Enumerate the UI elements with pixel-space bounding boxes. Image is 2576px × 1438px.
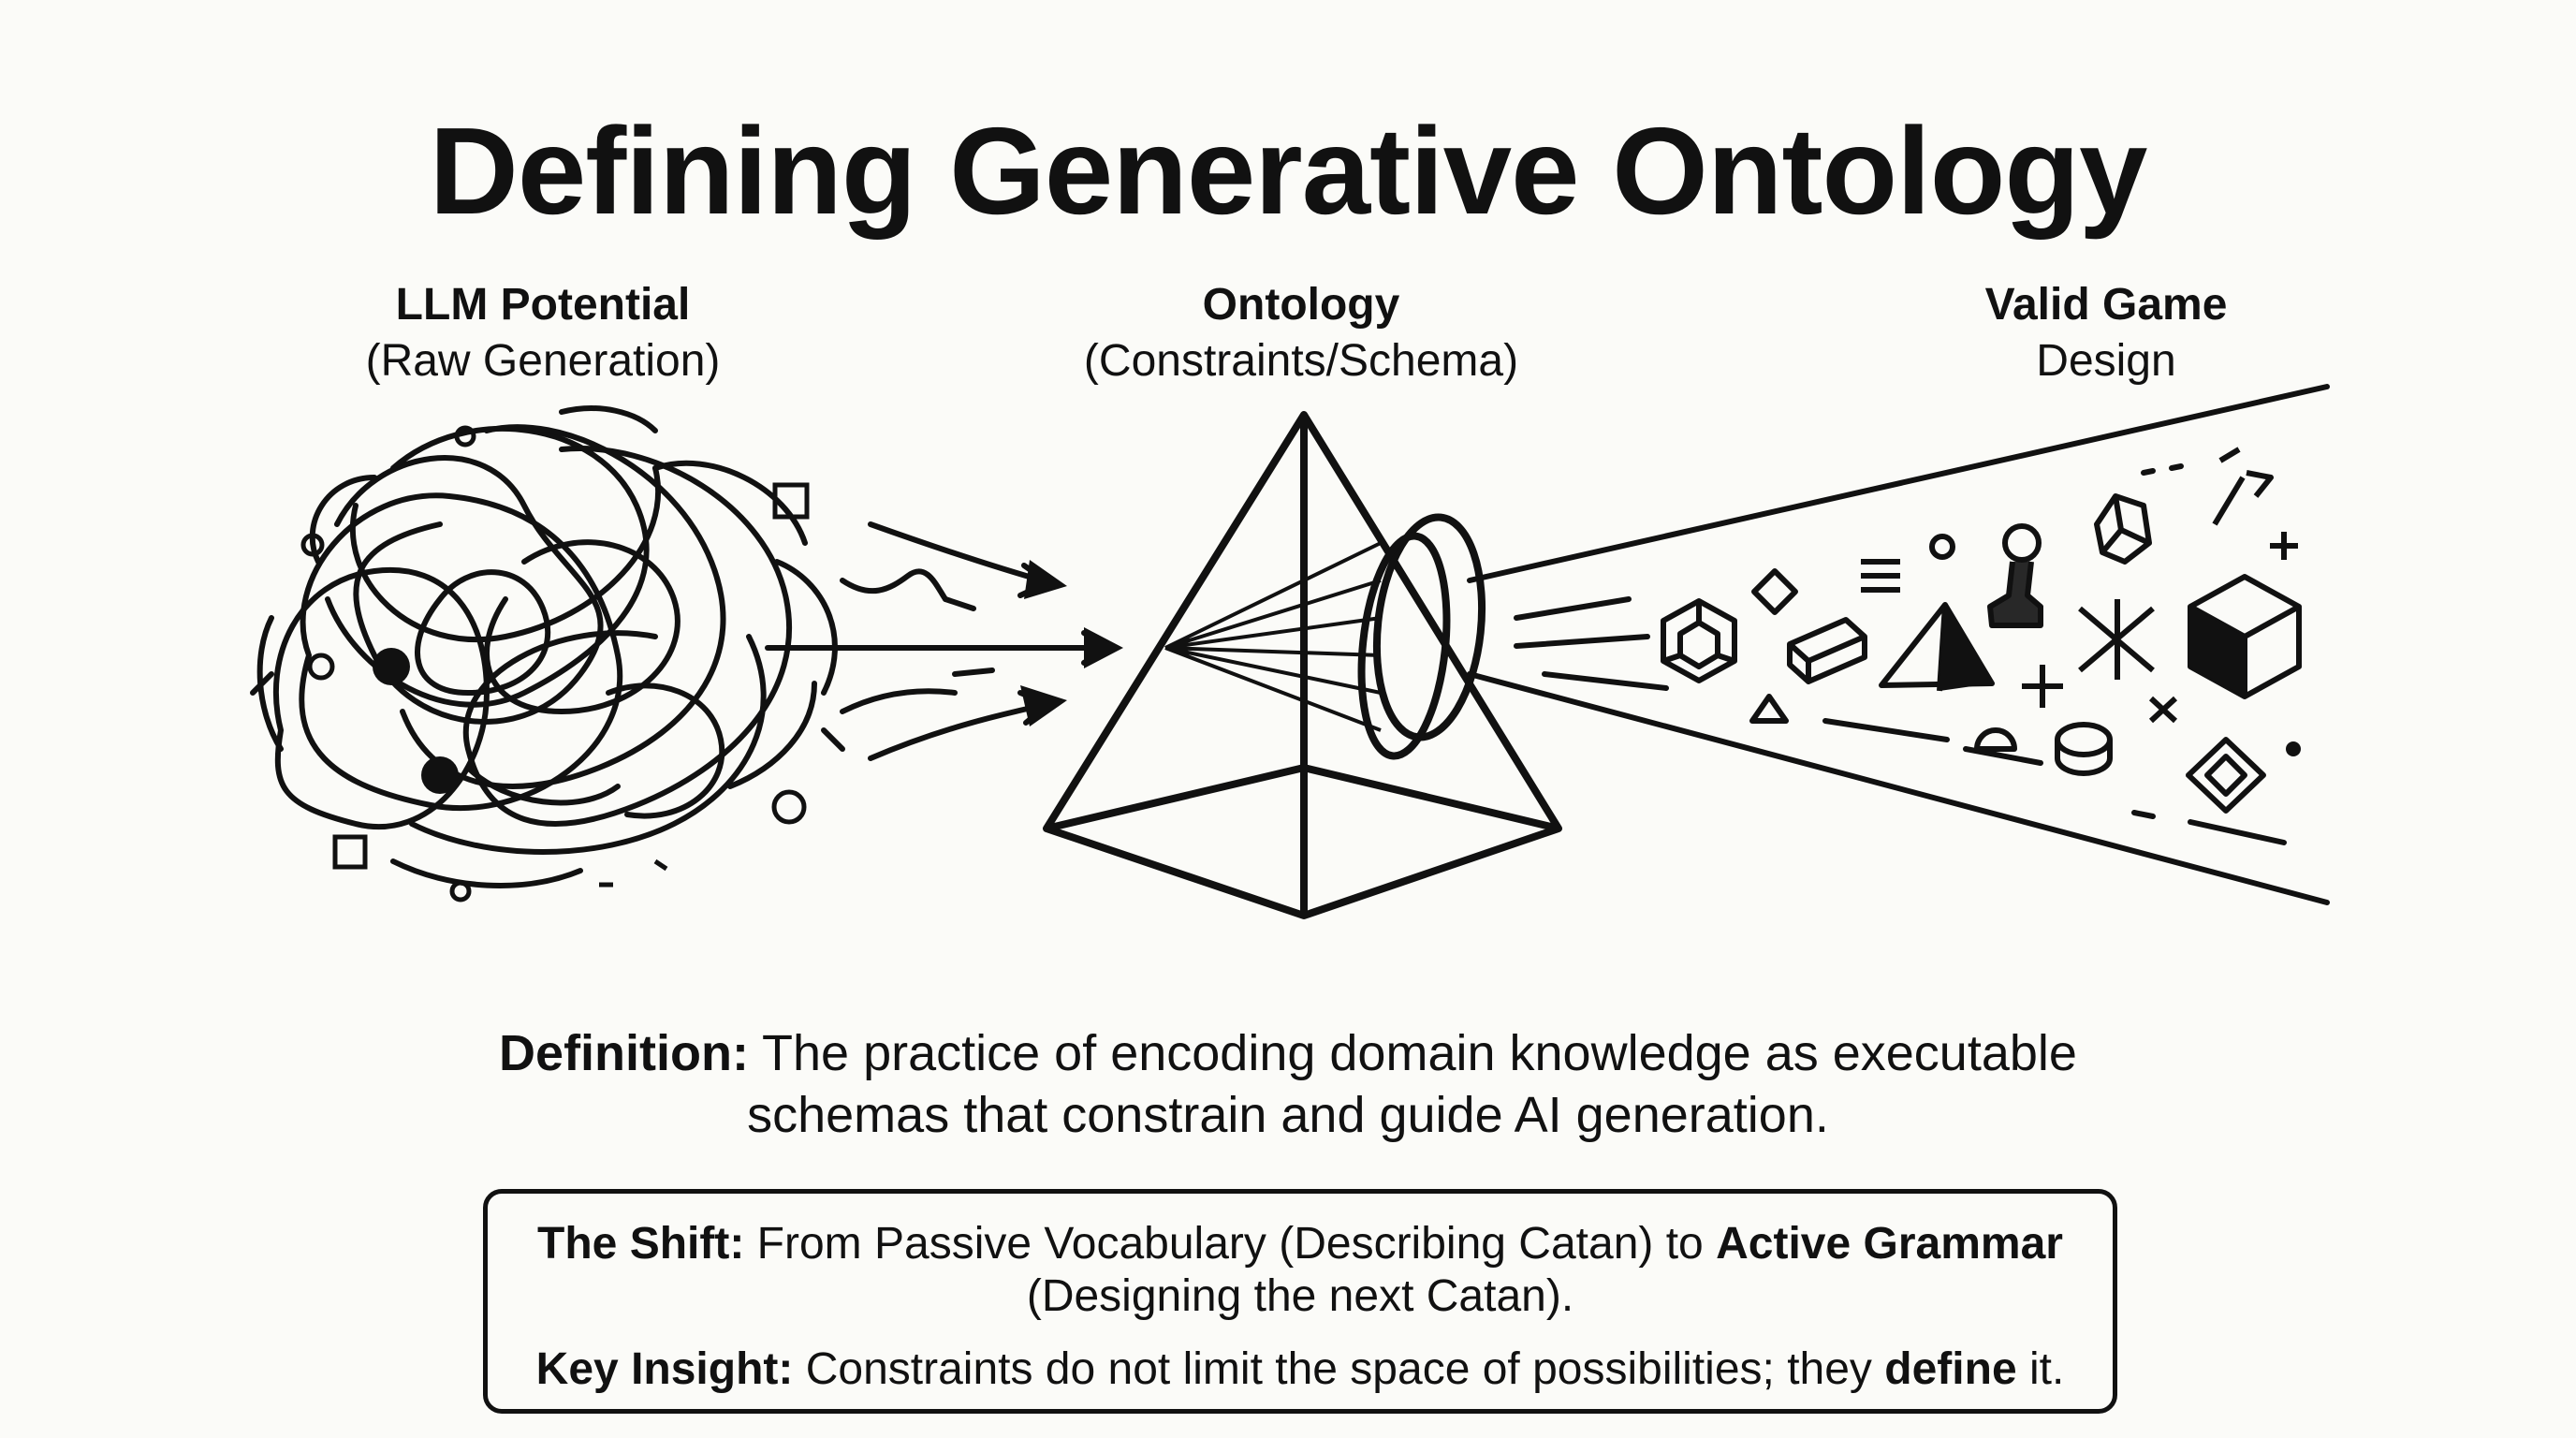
shift-label: The Shift:: [537, 1219, 745, 1269]
insight-end: it.: [2028, 1344, 2065, 1394]
shift-bold: Active Grammar: [1716, 1219, 2063, 1269]
column-heading: Ontology: [1202, 280, 1400, 330]
column-subheading: (Constraints/Schema): [1083, 336, 1519, 386]
insight-text: Constraints do not limit the space of po…: [805, 1344, 1872, 1394]
insight-label: Key Insight:: [535, 1344, 794, 1394]
definition-text: Definition: The practice of encoding dom…: [352, 1022, 2224, 1146]
column-subheading: (Raw Generation): [365, 336, 721, 386]
insight-bold: define: [1884, 1344, 2017, 1394]
output-beam-icon: [1467, 384, 2330, 905]
arrows-into-prism-icon: [765, 521, 1112, 761]
game-pieces-filled-icon: [1939, 562, 2301, 756]
chaos-dots-icon: [373, 648, 459, 794]
lens-ring-icon: [1357, 513, 1486, 760]
shift-text: From Passive Vocabulary (Describing Cata…: [756, 1219, 1704, 1269]
definition-label: Definition:: [499, 1025, 749, 1081]
chaos-scribble-icon: [250, 405, 845, 888]
page-title: Defining Generative Ontology: [429, 102, 2148, 240]
prism-rays-icon: [1164, 541, 1382, 732]
arrow-heads-icon: [1020, 560, 1123, 726]
column-heading: Valid Game: [1984, 280, 2228, 330]
column-label-llm-potential: LLM Potential (Raw Generation): [309, 277, 777, 389]
definition-line-1: The practice of encoding domain knowledg…: [762, 1025, 2077, 1081]
chaos-small-shapes-icon: [300, 425, 810, 902]
column-label-valid-game-design: Valid Game Design: [1919, 277, 2293, 389]
shift-line-2: (Designing the next Catan).: [1026, 1271, 1574, 1321]
column-label-ontology: Ontology (Constraints/Schema): [1020, 277, 1582, 389]
insight-box: The Shift: From Passive Vocabulary (Desc…: [483, 1189, 2117, 1414]
column-heading: LLM Potential: [395, 280, 691, 330]
definition-line-2: schemas that constrain and guide AI gene…: [747, 1087, 1829, 1143]
prism-pyramid-icon: [1043, 411, 1562, 919]
column-subheading: Design: [2036, 336, 2176, 386]
